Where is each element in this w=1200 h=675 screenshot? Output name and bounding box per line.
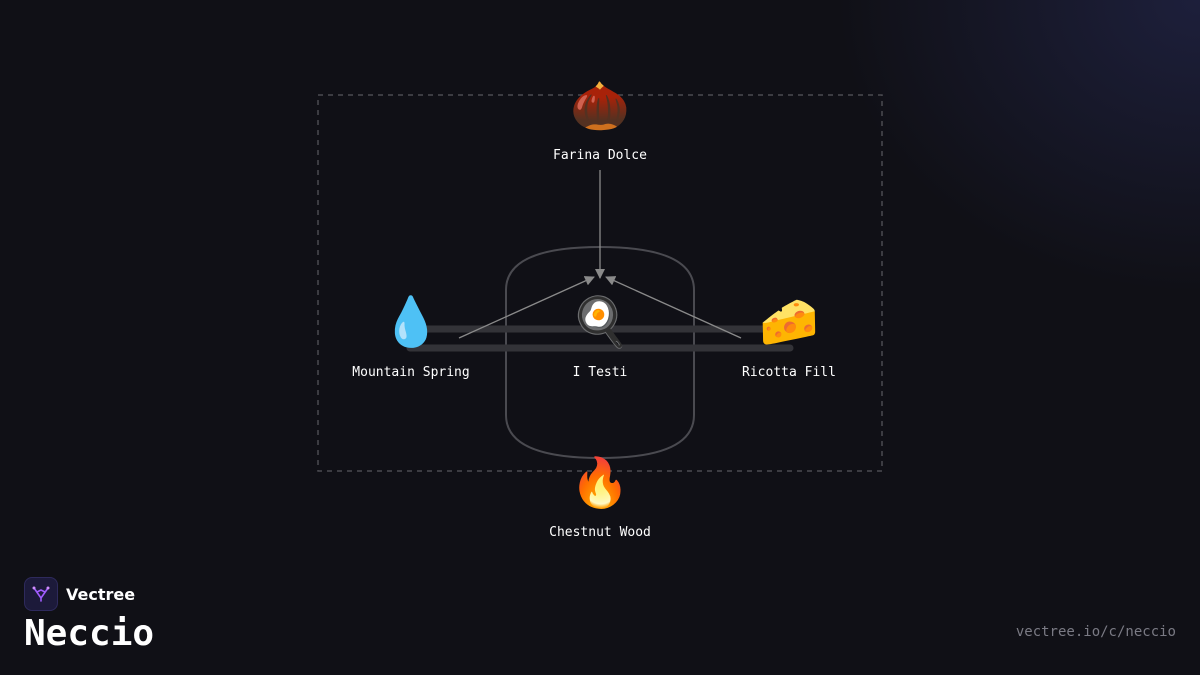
group-frame — [317, 94, 883, 472]
frying-pan-icon: 🍳 — [570, 294, 630, 350]
node-label-ricotta-fill: Ricotta Fill — [742, 365, 836, 380]
brand-name: Vectree — [66, 584, 136, 604]
edge-ricotta-to-testi — [605, 276, 742, 339]
vectree-logo-icon — [24, 577, 58, 611]
tree-logo-icon — [32, 586, 50, 602]
edge-spring-to-testi — [458, 276, 595, 339]
page-title: Neccio — [24, 613, 155, 654]
fire-icon: 🔥 — [570, 455, 630, 511]
pot-outline — [505, 245, 695, 460]
water-drop-icon: 💧 — [381, 294, 441, 350]
node-label-chestnut-wood: Chestnut Wood — [549, 525, 651, 540]
cheese-icon: 🧀 — [759, 294, 819, 350]
source-url[interactable]: vectree.io/c/neccio — [1015, 624, 1176, 640]
brand: Vectree — [24, 577, 135, 611]
chestnut-icon: 🌰 — [570, 78, 630, 134]
node-label-i-testi: I Testi — [572, 365, 628, 380]
node-label-mountain-spring: Mountain Spring — [352, 365, 470, 380]
node-label-farina-dolce: Farina Dolce — [553, 148, 647, 163]
